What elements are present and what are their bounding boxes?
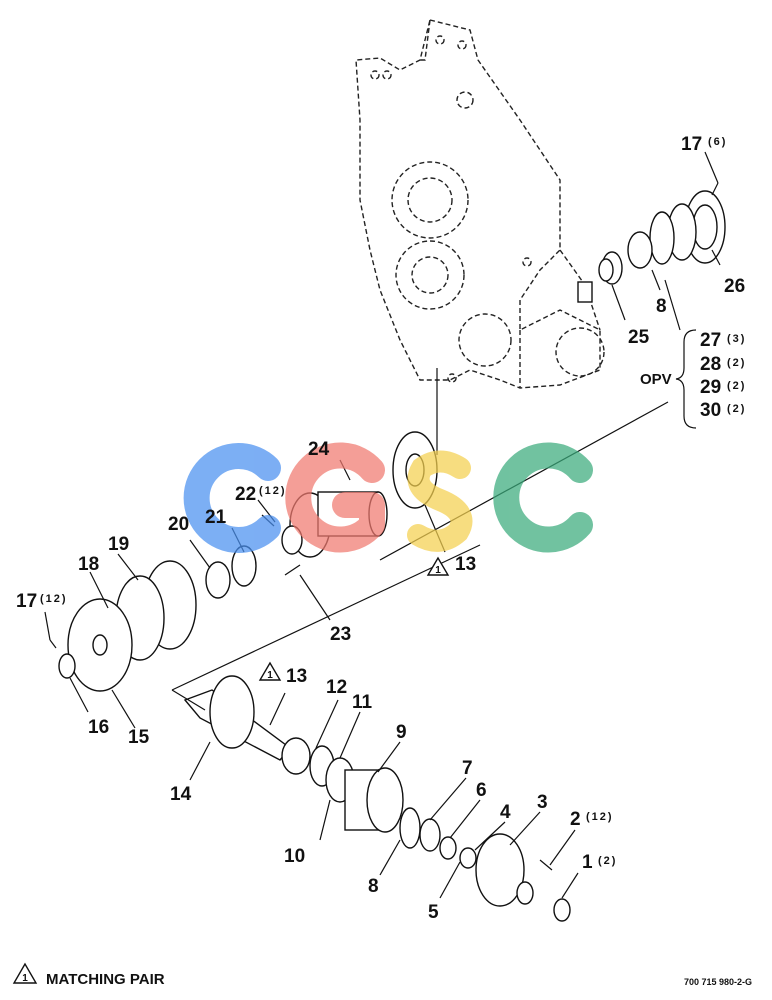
callout-17-number: 17 — [681, 134, 702, 155]
callout-6-number: 6 — [476, 780, 487, 801]
upper-right-assembly — [577, 182, 726, 303]
callout-9-number: 9 — [396, 722, 407, 743]
opv-group: OPV 27 (3) 28 (2) 29 (2) 30 (2) — [640, 330, 746, 421]
callout-1-qty: (2) — [598, 855, 617, 867]
opv-item-30-qty: (2) — [727, 403, 746, 415]
opv-item-28-qty: (2) — [727, 357, 746, 369]
callout-24-number: 24 — [308, 439, 330, 460]
callout-16-number: 16 — [88, 717, 109, 738]
watermark-letter-s — [407, 450, 473, 552]
marker-b-number: 1 — [267, 670, 273, 681]
opv-item-27-number: 27 — [700, 330, 721, 351]
callout-19-number: 19 — [108, 534, 129, 555]
cgsc-watermark — [183, 442, 593, 553]
callout-1-number: 1 — [582, 852, 593, 873]
callout-21-number: 21 — [205, 507, 227, 528]
callout-20-number: 20 — [168, 514, 189, 535]
callout-14-number: 14 — [170, 784, 192, 805]
lower-shaft-assembly — [183, 675, 571, 922]
watermark-letter-c2 — [493, 442, 593, 553]
callout-3-number: 3 — [537, 792, 548, 813]
watermark-letter-g — [285, 442, 385, 553]
callout-15-number: 15 — [128, 727, 150, 748]
callout-5-number: 5 — [428, 902, 439, 923]
matching-pair-marker-a: 1 — [426, 556, 450, 576]
callout-17b-qty: (12) — [40, 593, 68, 605]
callout-23-number: 23 — [330, 624, 351, 645]
part-callouts: 17 (6) 26 8 25 24 22 (12) 21 20 19 18 17… — [16, 134, 745, 923]
callout-8-lower-number: 8 — [368, 876, 379, 897]
callout-7-number: 7 — [462, 758, 473, 779]
legend: 1 MATCHING PAIR — [12, 962, 165, 988]
callout-13b-number: 13 — [286, 666, 307, 687]
callout-2-number: 2 — [570, 809, 581, 830]
callout-22-qty: (12) — [259, 485, 287, 497]
opv-item-28-number: 28 — [700, 354, 721, 375]
callout-26-number: 26 — [724, 276, 745, 297]
opv-item-29-qty: (2) — [727, 380, 746, 392]
callout-13a-number: 13 — [455, 554, 476, 575]
leader-lines — [44, 151, 721, 899]
callout-17b-number: 17 — [16, 591, 37, 612]
marker-a-number: 1 — [435, 565, 441, 576]
callout-2-qty: (12) — [586, 811, 614, 823]
callout-22-number: 22 — [235, 484, 256, 505]
callout-11-number: 11 — [352, 692, 373, 713]
opv-label: OPV — [640, 371, 672, 388]
legend-text: MATCHING PAIR — [46, 971, 165, 988]
watermark-letter-c1 — [183, 443, 281, 553]
callout-10-number: 10 — [284, 846, 305, 867]
drawing-number: 700 715 980-2-G — [684, 977, 752, 987]
legend-marker-number: 1 — [22, 973, 28, 984]
callout-4-number: 4 — [500, 802, 511, 823]
callout-25-number: 25 — [628, 327, 650, 348]
legend-triangle — [12, 962, 38, 984]
callout-12-number: 12 — [326, 677, 347, 698]
matching-pair-marker-b: 1 — [258, 661, 282, 681]
opv-item-27-qty: (3) — [727, 333, 746, 345]
gearbox-housing-outline — [355, 19, 605, 389]
opv-item-29-number: 29 — [700, 377, 721, 398]
callout-8-upper-number: 8 — [656, 296, 667, 317]
callout-17-qty: (6) — [708, 136, 727, 148]
opv-bracket — [675, 329, 697, 429]
callout-18-number: 18 — [78, 554, 99, 575]
opv-item-30-number: 30 — [700, 400, 721, 421]
